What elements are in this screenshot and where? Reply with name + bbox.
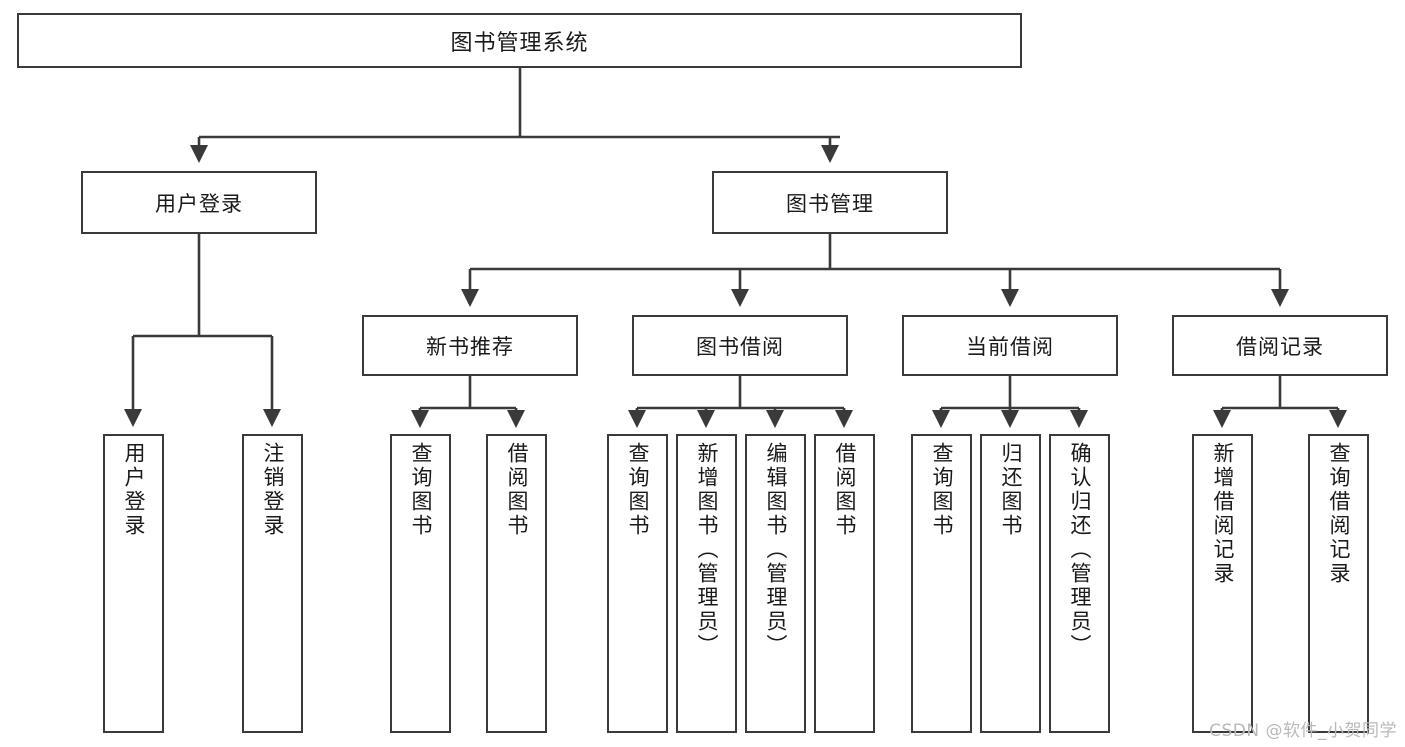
node-label: 新书推荐: [426, 334, 514, 359]
leaf-label: 借阅图书: [505, 442, 529, 538]
leaf-label: 编辑图书（管理员）: [764, 442, 788, 658]
node-label: 用户登录: [155, 191, 243, 216]
leaf-label: 查询图书: [930, 442, 954, 538]
leaf-current-borrow-query-book[interactable]: 查询图书: [911, 434, 972, 733]
node-new-book-recommend[interactable]: 新书推荐: [362, 315, 578, 376]
leaf-current-borrow-confirm-return-admin[interactable]: 确认归还（管理员）: [1049, 434, 1110, 733]
csdn-watermark: CSDN @软件_小贺同学: [1209, 721, 1397, 741]
leaf-borrow-record-query-record[interactable]: 查询借阅记录: [1308, 434, 1369, 733]
leaf-label: 查询借阅记录: [1327, 442, 1351, 586]
leaf-current-borrow-return-book[interactable]: 归还图书: [980, 434, 1041, 733]
leaf-label: 查询图书: [409, 442, 433, 538]
node-book-management[interactable]: 图书管理: [712, 171, 948, 234]
node-label: 借阅记录: [1236, 334, 1324, 359]
node-book-borrow[interactable]: 图书借阅: [632, 315, 848, 376]
leaf-new-book-borrow-book[interactable]: 借阅图书: [486, 434, 547, 733]
leaf-book-borrow-edit-book-admin[interactable]: 编辑图书（管理员）: [745, 434, 806, 733]
node-label: 当前借阅: [966, 334, 1054, 359]
leaf-new-book-query-book[interactable]: 查询图书: [390, 434, 451, 733]
node-user-login[interactable]: 用户登录: [81, 171, 317, 234]
leaf-label: 借阅图书: [833, 442, 857, 538]
node-label: 图书管理系统: [450, 30, 589, 56]
leaf-label: 用户登录: [122, 442, 146, 538]
leaf-book-borrow-query-book[interactable]: 查询图书: [607, 434, 668, 733]
leaf-user-login-login[interactable]: 用户登录: [103, 434, 164, 733]
leaf-book-borrow-add-book-admin[interactable]: 新增图书（管理员）: [676, 434, 737, 733]
leaf-label: 新增借阅记录: [1211, 442, 1235, 586]
node-label: 图书管理: [786, 191, 874, 216]
node-borrow-record[interactable]: 借阅记录: [1172, 315, 1388, 376]
leaf-user-login-logout[interactable]: 注销登录: [242, 434, 303, 733]
node-current-borrow[interactable]: 当前借阅: [902, 315, 1118, 376]
leaf-borrow-record-add-record[interactable]: 新增借阅记录: [1192, 434, 1253, 733]
node-root-system[interactable]: 图书管理系统: [17, 13, 1022, 68]
leaf-label: 新增图书（管理员）: [695, 442, 719, 658]
leaf-book-borrow-borrow-book[interactable]: 借阅图书: [814, 434, 875, 733]
leaf-label: 查询图书: [626, 442, 650, 538]
leaf-label: 归还图书: [999, 442, 1023, 538]
leaf-label: 确认归还（管理员）: [1068, 442, 1092, 658]
node-label: 图书借阅: [696, 334, 784, 359]
leaf-label: 注销登录: [261, 442, 285, 538]
